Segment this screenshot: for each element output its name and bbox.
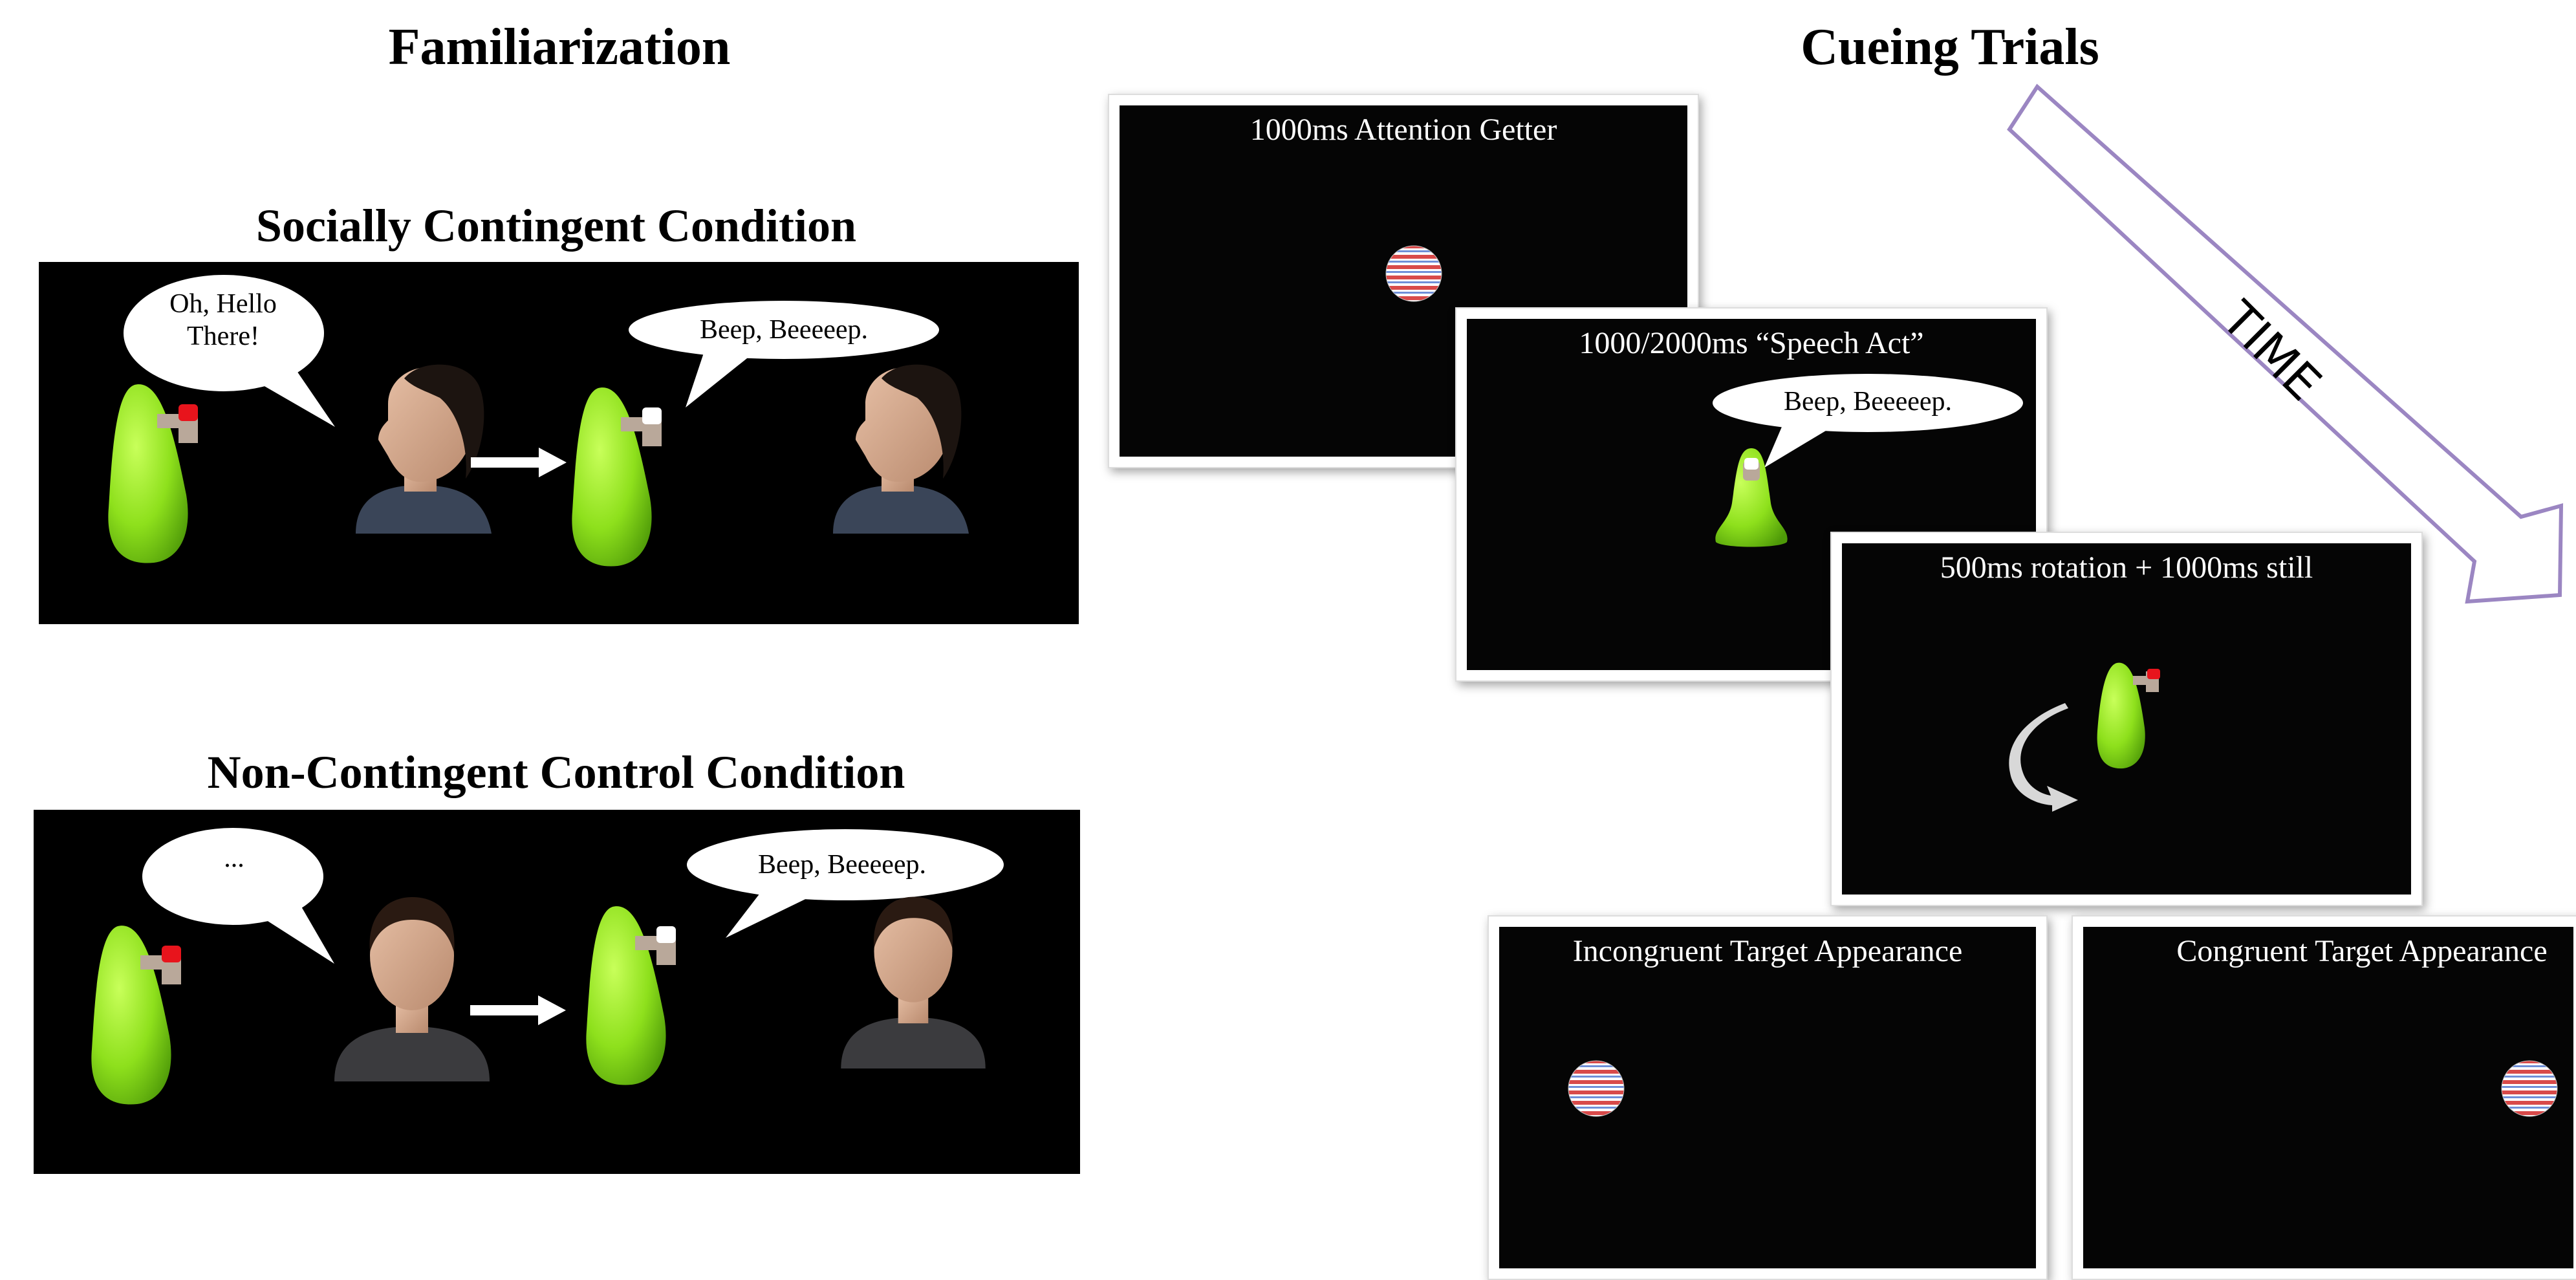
person-speech-text: Oh, Hello There! [169, 289, 277, 352]
striped-ball-icon [1568, 1060, 1625, 1117]
incongruent-label: Incongruent Target Appearance [1572, 934, 1963, 968]
congruent-frame: Congruent Target Appearance [2072, 915, 2576, 1280]
person-profile-image [833, 364, 969, 534]
robot-speech-bubble [687, 829, 1004, 938]
robot-speech-text: Beep, Beeeeep. [1783, 387, 1953, 417]
rotation-arrow-icon [2009, 703, 2078, 812]
robot-speech-bubble [629, 301, 939, 407]
familiarization-title: Familiarization [388, 19, 731, 76]
rotation-label: 500ms rotation + 1000ms still [1940, 550, 2313, 585]
congruent-label: Congruent Target Appearance [2176, 934, 2548, 968]
person-front-image [841, 896, 986, 1068]
robot-red-button-icon [108, 384, 198, 563]
incongruent-screen: Incongruent Target Appearance [1499, 927, 2036, 1268]
rotation-screen: 500ms rotation + 1000ms still [1842, 543, 2411, 895]
time-arrow-icon [2007, 83, 2564, 604]
control-condition-title: Non-Contingent Control Condition [207, 746, 905, 798]
robot-front-icon [1715, 448, 1788, 547]
rotation-frame: 500ms rotation + 1000ms still [1830, 532, 2423, 906]
robot-red-button-icon [2097, 662, 2160, 769]
social-condition-panel: Oh, Hello There! Beep, Beeeeep. [39, 262, 1079, 624]
striped-ball-icon [2501, 1060, 2558, 1117]
speech-bubble [142, 828, 334, 964]
cueing-trials-title: Cueing Trials [1801, 19, 2099, 76]
control-condition-panel: ... Beep, Beeeeep. [34, 810, 1080, 1174]
robot-speech-bubble [1713, 374, 2023, 468]
person-profile-image [356, 364, 492, 534]
striped-ball-icon [1385, 245, 1442, 302]
robot-speech-text: Beep, Beeeeep. [699, 315, 869, 345]
transition-arrow-icon [470, 995, 566, 1025]
robot-speech-text: Beep, Beeeeep. [757, 850, 927, 880]
robot-red-button-icon [91, 926, 181, 1105]
congruent-screen: Congruent Target Appearance [2083, 927, 2573, 1268]
robot-white-button-icon [586, 906, 676, 1085]
person-front-image [334, 897, 490, 1081]
attention-getter-label: 1000ms Attention Getter [1250, 113, 1557, 147]
incongruent-frame: Incongruent Target Appearance [1488, 915, 2048, 1280]
person-speech-text: ... [224, 843, 244, 873]
speech-act-label: 1000/2000ms “Speech Act” [1579, 326, 1924, 360]
robot-white-button-icon [572, 387, 662, 567]
speech-bubble [124, 275, 335, 427]
transition-arrow-icon [471, 448, 567, 477]
social-condition-title: Socially Contingent Condition [255, 200, 857, 252]
